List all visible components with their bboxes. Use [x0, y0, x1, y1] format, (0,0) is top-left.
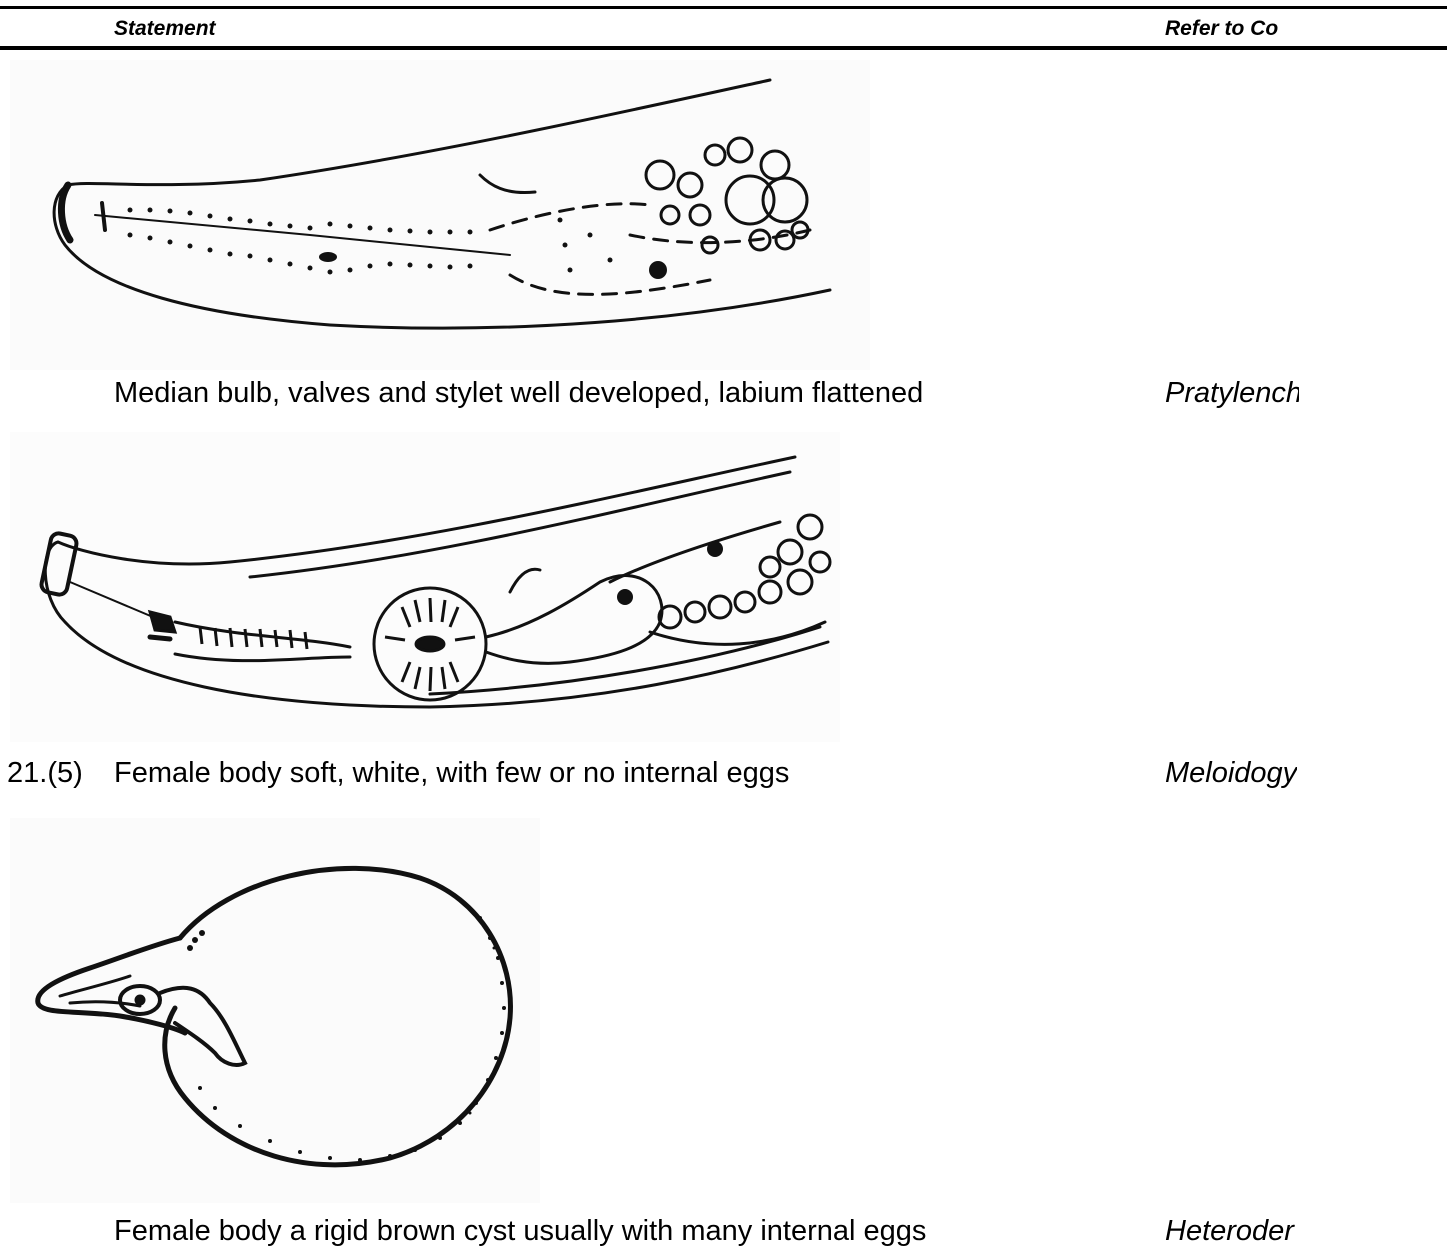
row-2-couplet-number: 21.(5)	[7, 756, 83, 790]
figure-3	[10, 818, 540, 1203]
column-header-refer: Refer to Co	[1165, 17, 1309, 41]
header-bottom-rule	[0, 46, 1447, 50]
row-3-refer: Heteroder	[1165, 1214, 1299, 1248]
nematode-anterior-median-bulb-drawing-icon	[10, 432, 840, 742]
row-2-statement: Female body soft, white, with few or no …	[114, 756, 789, 790]
row-1-refer: Pratylench	[1165, 376, 1299, 410]
header-top-rule	[0, 6, 1447, 9]
column-header-statement: Statement	[114, 17, 244, 41]
row-1-statement: Median bulb, valves and stylet well deve…	[114, 376, 923, 410]
cyst-female-body-drawing-icon	[10, 818, 540, 1203]
nematode-anterior-dotted-drawing-icon	[10, 60, 870, 370]
row-2-refer: Meloidogy	[1165, 756, 1297, 790]
figure-1	[10, 60, 870, 370]
row-3-statement: Female body a rigid brown cyst usually w…	[114, 1214, 926, 1248]
figure-2	[10, 432, 840, 742]
